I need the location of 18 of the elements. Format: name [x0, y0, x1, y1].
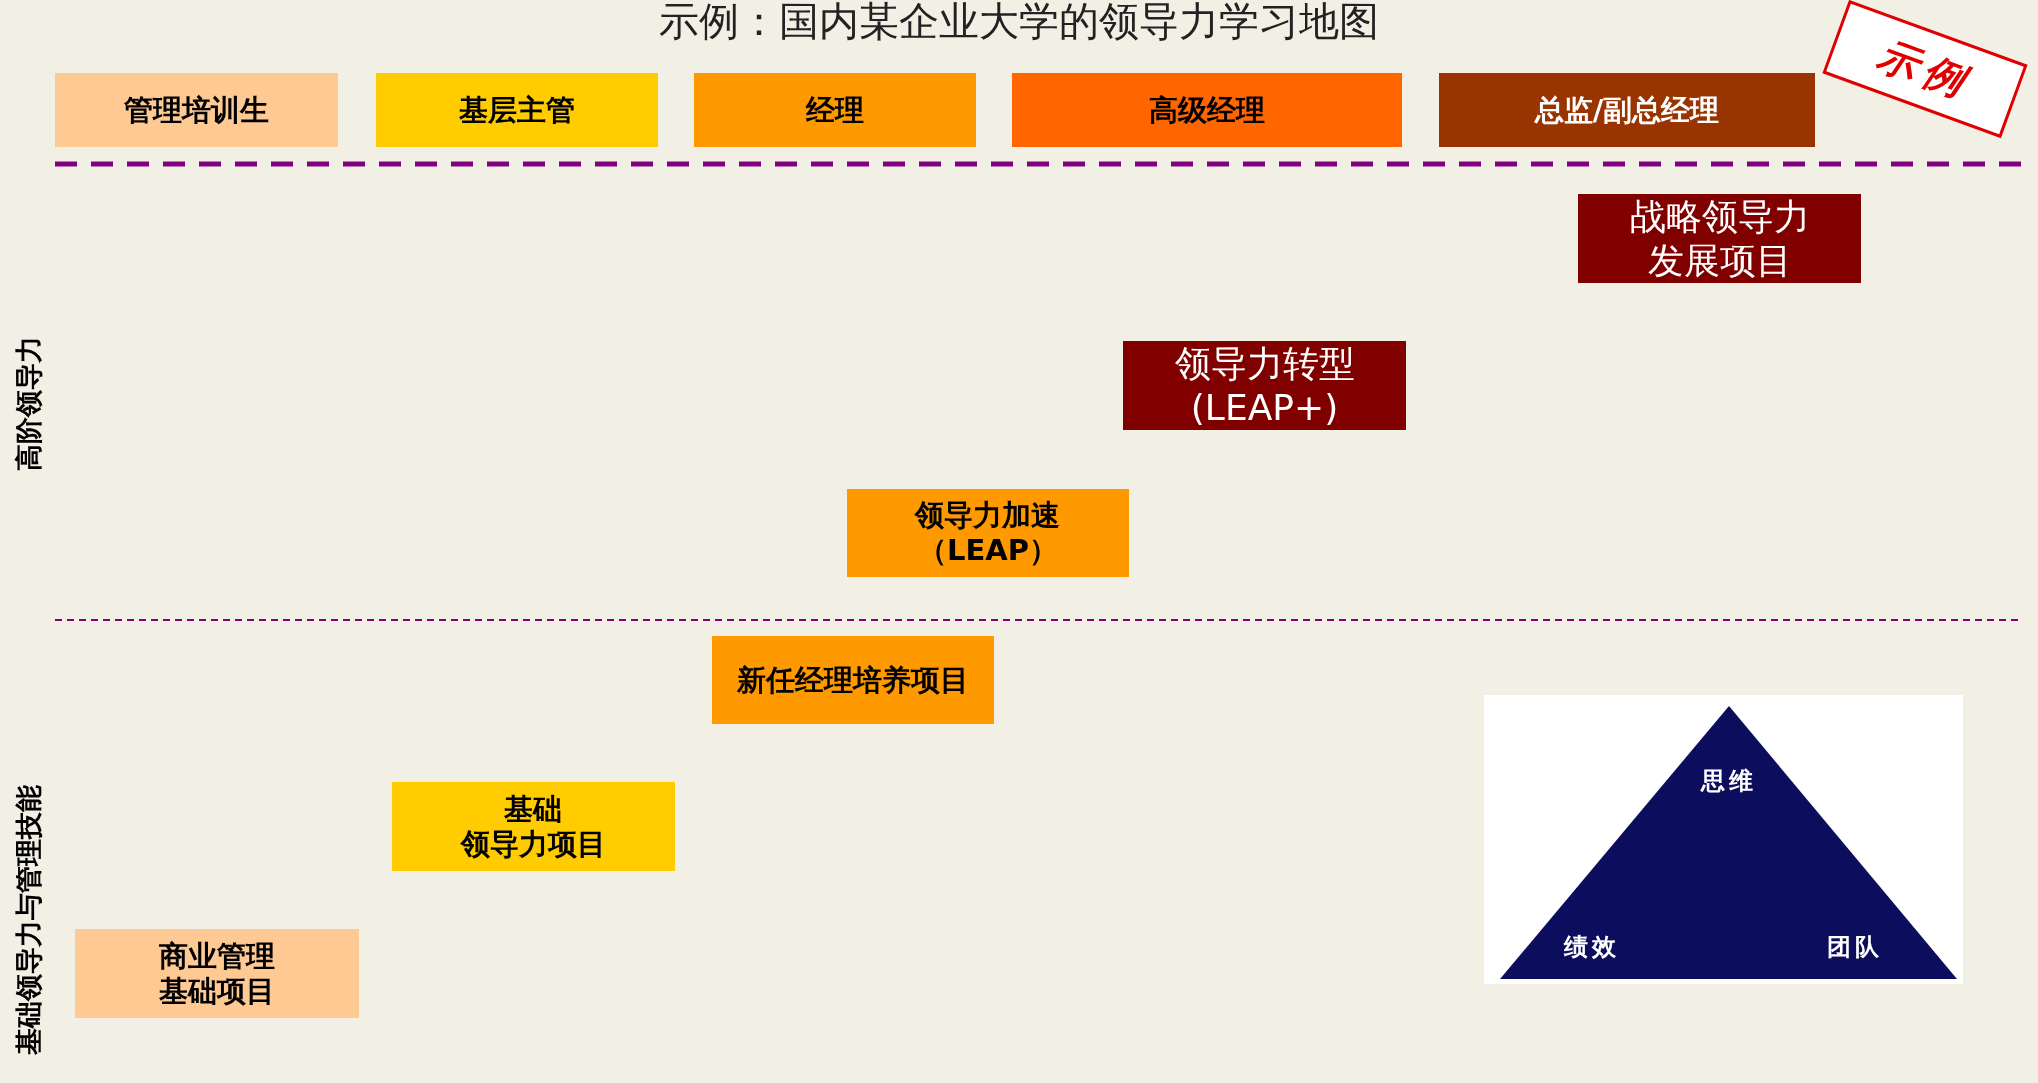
triangle-label: 绩效	[1564, 932, 1620, 963]
header-box: 管理培训生	[55, 73, 338, 147]
header-box: 基层主管	[376, 73, 658, 147]
header-box: 总监/副总经理	[1439, 73, 1815, 147]
triangle-label: 团队	[1827, 932, 1883, 963]
program-box: 基础领导力项目	[392, 782, 675, 871]
side-label: 基础领导力与管理技能	[12, 785, 45, 1055]
program-box: 战略领导力发展项目	[1578, 194, 1861, 283]
title: 示例：国内某企业大学的领导力学习地图	[659, 0, 1379, 46]
program-box: 新任经理培养项目	[712, 636, 994, 724]
side-label: 高阶领导力	[12, 335, 45, 471]
header-box: 经理	[694, 73, 976, 147]
program-box: 领导力加速（LEAP）	[847, 489, 1129, 577]
triangle-label: 思维	[1701, 766, 1757, 797]
program-box: 商业管理基础项目	[75, 929, 359, 1018]
program-box: 领导力转型(LEAP+)	[1123, 341, 1406, 430]
header-box: 高级经理	[1012, 73, 1402, 147]
stamp: 示例	[1822, 0, 2028, 139]
